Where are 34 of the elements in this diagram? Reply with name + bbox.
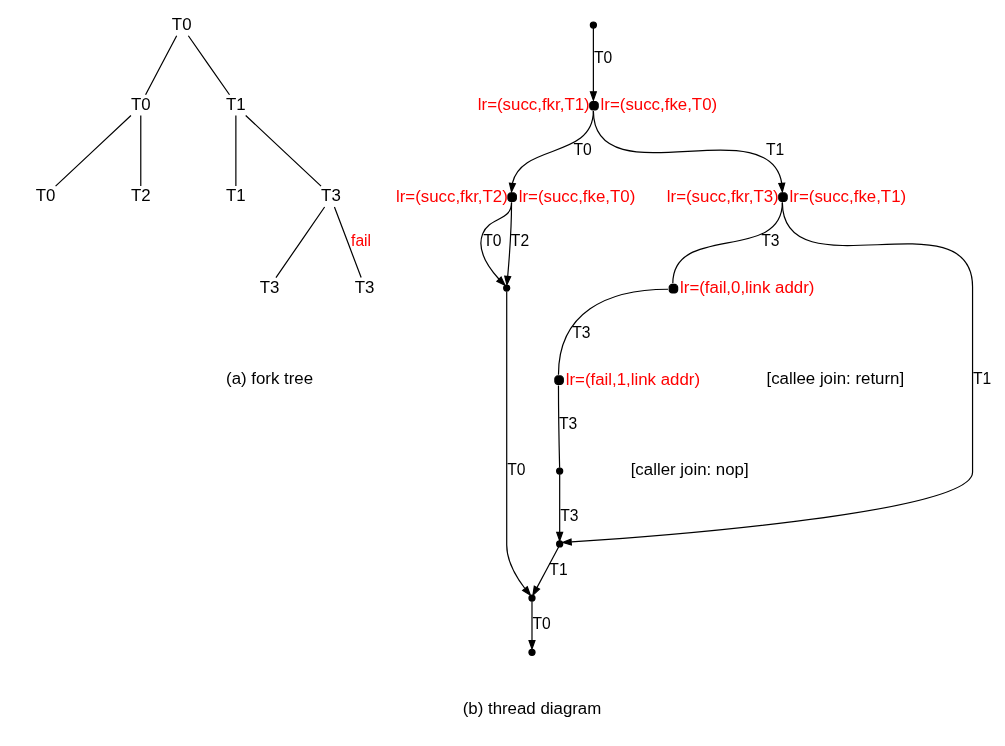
node-label: lr=(succ,fke,T0) [518,186,636,206]
node-text: T3 [354,277,375,297]
edge-label: T1 [973,369,992,387]
node-text: T1 [226,94,246,114]
edge-label: T3 [572,323,591,341]
node-label: lr=(fail,0,link addr) [680,278,815,298]
node-text: T3 [259,277,280,297]
label: [caller join: nop] [630,460,749,480]
node-text: T2 [130,186,151,206]
edge-label: T3 [761,232,780,250]
node-label: lr=(succ,fkr,T2) [395,186,508,206]
edge-label: T3 [560,506,579,524]
node-label: lr=(succ,fkr,T3) [666,186,779,206]
edge-label: T2 [510,232,530,250]
label: (a) fork tree [226,369,314,388]
node-text: T0 [171,14,192,34]
node-text: T0 [130,94,151,114]
edge-label: T0 [507,461,526,479]
node-label: lr=(succ,fke,T0) [600,95,718,115]
edge-label: T0 [483,232,502,250]
edge-label: T1 [766,140,785,158]
node-text: T3 [321,186,341,206]
edge-label: T0 [593,49,613,67]
edge-label: T1 [549,561,568,579]
node-text: T0 [35,186,56,206]
node-label: lr=(succ,fke,T1) [789,186,907,206]
node-label: lr=(succ,fkr,T1) [477,95,590,115]
label: (b) thread diagram [462,698,602,718]
node-text: T1 [226,186,246,206]
node-label: lr=(fail,1,link addr) [565,369,701,389]
edge-label: T0 [573,140,592,158]
edge-label: fail [351,232,372,250]
label: [callee join: return] [766,369,905,388]
edge-label: T3 [558,415,578,433]
